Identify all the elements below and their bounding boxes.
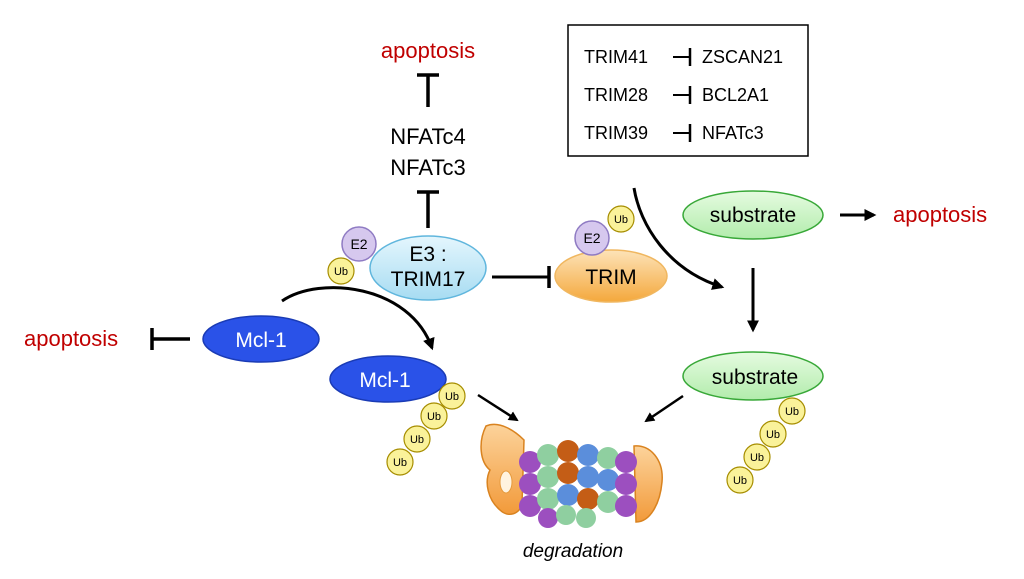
trim-target-box [567, 24, 809, 157]
e3-label-line1: E3 : [409, 243, 446, 266]
box-row-2-trim: TRIM28 [584, 85, 648, 105]
trim17-oval: E3 : TRIM17 [369, 235, 487, 301]
ub-circle-trim17: Ub [327, 257, 355, 285]
proteasome [480, 423, 663, 528]
inhibition-mcl1-to-apoptosis [150, 328, 190, 350]
ub-chain-mcl1-1: Ub [445, 391, 459, 403]
ub-chain-sub-2: Ub [766, 429, 780, 441]
e3-label-line2: TRIM17 [391, 268, 466, 291]
substrate-ub-label: substrate [712, 366, 798, 389]
substrate-label-top: substrate [710, 204, 796, 227]
substrate-ub-oval: substrate [682, 351, 824, 401]
ub-label-trim17: Ub [334, 266, 348, 278]
box-row-3: TRIM39 NFATc3 [584, 123, 764, 143]
ub-circle-trim: Ub [607, 205, 635, 233]
ub-chain-mcl1-2: Ub [427, 411, 441, 423]
ub-chain-mcl1-3: Ub [410, 434, 424, 446]
e2-circle-trim17: E2 [341, 226, 377, 262]
ub-chain-substrate: Ub Ub Ub Ub [726, 397, 806, 494]
proteasome-core [519, 440, 637, 528]
nfatc4-label: NFATc4 [390, 124, 465, 149]
e2-label-trim17: E2 [350, 236, 367, 252]
nfatc3-label: NFATc3 [390, 155, 465, 180]
ub-chain-sub-3: Ub [750, 452, 764, 464]
arrow-box-to-substrate [632, 187, 725, 290]
box-row-3-trim: TRIM39 [584, 123, 648, 143]
ub-chain-sub-4: Ub [733, 475, 747, 487]
box-row-1-trim: TRIM41 [584, 47, 648, 67]
e2-circle-trim: E2 [574, 220, 610, 256]
inhibition-trim17-to-trim [492, 266, 551, 288]
ub-chain-mcl1-4: Ub [393, 457, 407, 469]
box-row-2-target: BCL2A1 [702, 85, 769, 105]
substrate-oval-top: substrate [682, 190, 824, 240]
arrow-substrate-to-proteasome [644, 394, 684, 423]
inhibition-trim17-to-nfatc [417, 190, 439, 228]
ub-chain-sub-1: Ub [785, 406, 799, 418]
box-row-1: TRIM41 ZSCAN21 [584, 47, 783, 67]
degradation-label: degradation [523, 541, 623, 562]
apoptosis-label-top: apoptosis [381, 38, 475, 63]
arrow-mcl1-to-proteasome [477, 393, 519, 422]
apoptosis-label-left: apoptosis [24, 326, 118, 351]
box-row-1-target: ZSCAN21 [702, 47, 783, 67]
mcl1-label: Mcl-1 [235, 329, 286, 352]
mcl1-ub-oval: Mcl-1 [329, 355, 447, 403]
inhibition-nfatc-to-apoptosis [417, 73, 439, 107]
box-row-3-target: NFATc3 [702, 123, 764, 143]
mcl1-ub-label: Mcl-1 [359, 369, 410, 392]
ub-chain-mcl1: Ub Ub Ub Ub [386, 382, 466, 476]
ub-label-trim: Ub [614, 214, 628, 226]
box-row-2: TRIM28 BCL2A1 [584, 85, 769, 105]
e2-label-trim: E2 [583, 230, 600, 246]
mcl1-oval: Mcl-1 [202, 315, 320, 363]
arrow-mcl1-ubiquitination [281, 286, 435, 351]
trim-oval: TRIM [554, 249, 668, 303]
apoptosis-label-right: apoptosis [893, 202, 987, 227]
trim-label: TRIM [585, 266, 636, 289]
